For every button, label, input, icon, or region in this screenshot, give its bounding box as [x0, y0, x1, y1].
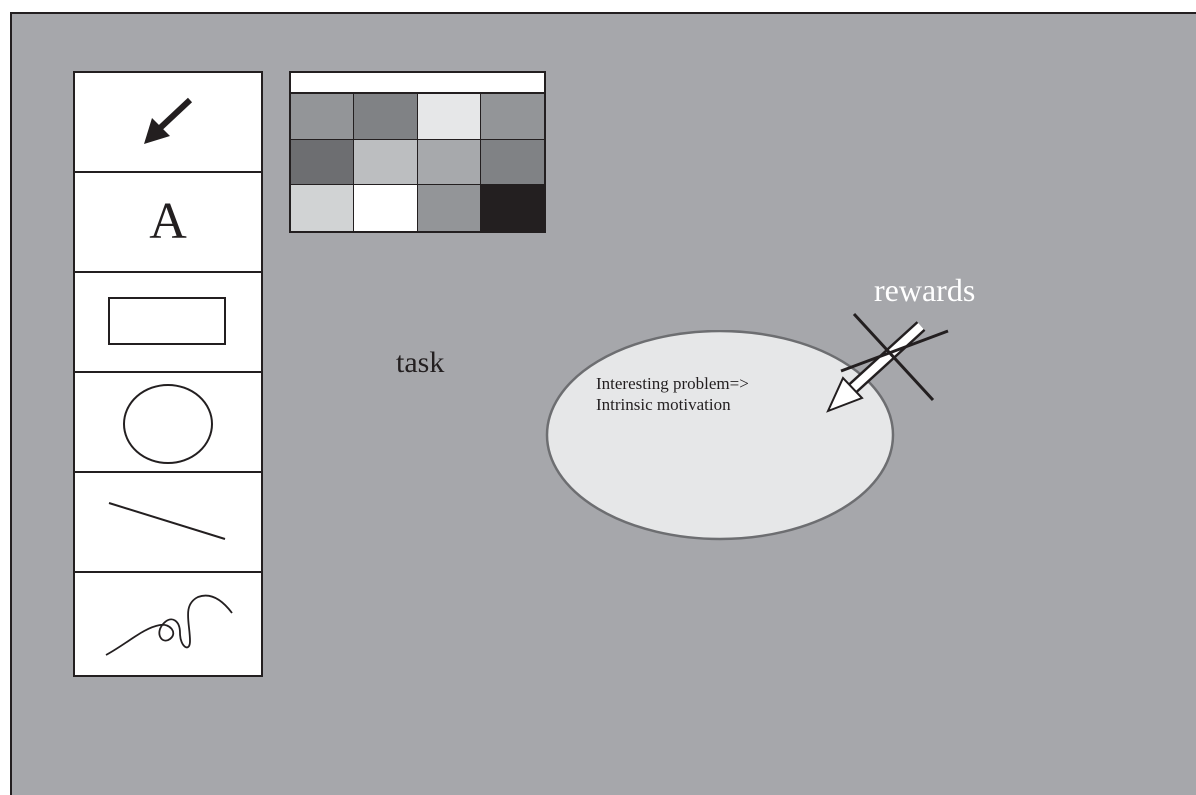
drawing-toolbar: A — [73, 71, 263, 677]
color-swatch[interactable] — [417, 139, 481, 186]
color-swatch[interactable] — [291, 139, 355, 186]
freehand-icon — [105, 594, 233, 656]
color-swatch[interactable] — [480, 94, 544, 140]
ellipse-tool-button[interactable] — [75, 373, 261, 473]
line-icon — [108, 502, 226, 540]
text-icon: A — [149, 193, 187, 250]
palette-header — [291, 73, 544, 94]
rewards-label: rewards — [874, 272, 976, 308]
arrow-icon — [144, 97, 193, 144]
color-swatch[interactable] — [291, 94, 355, 140]
color-swatch[interactable] — [291, 185, 355, 231]
ellipse-icon — [123, 384, 213, 464]
task-ellipse[interactable] — [540, 330, 900, 550]
rectangle-icon — [108, 297, 226, 345]
rectangle-tool-button[interactable] — [75, 273, 261, 373]
ellipse-line-2: Intrinsic motivation — [596, 395, 731, 414]
color-swatch[interactable] — [417, 185, 481, 231]
color-swatch[interactable] — [354, 185, 418, 231]
line-tool-button[interactable] — [75, 473, 261, 573]
task-label: task — [396, 346, 445, 379]
arrow-tool-button[interactable] — [75, 73, 261, 173]
freehand-tool-button[interactable] — [75, 573, 261, 673]
color-swatch[interactable] — [480, 139, 544, 186]
color-palette — [289, 71, 546, 233]
color-swatch[interactable] — [417, 94, 481, 140]
ellipse-line-1: Interesting problem=> — [596, 374, 749, 393]
color-swatch[interactable] — [354, 139, 418, 186]
ellipse-text: Interesting problem=> Intrinsic motivati… — [596, 373, 749, 415]
color-swatch[interactable] — [354, 94, 418, 140]
text-tool-button[interactable]: A — [75, 173, 261, 273]
ellipse-shape — [545, 330, 895, 541]
palette-grid — [291, 94, 544, 231]
color-swatch[interactable] — [480, 185, 544, 231]
